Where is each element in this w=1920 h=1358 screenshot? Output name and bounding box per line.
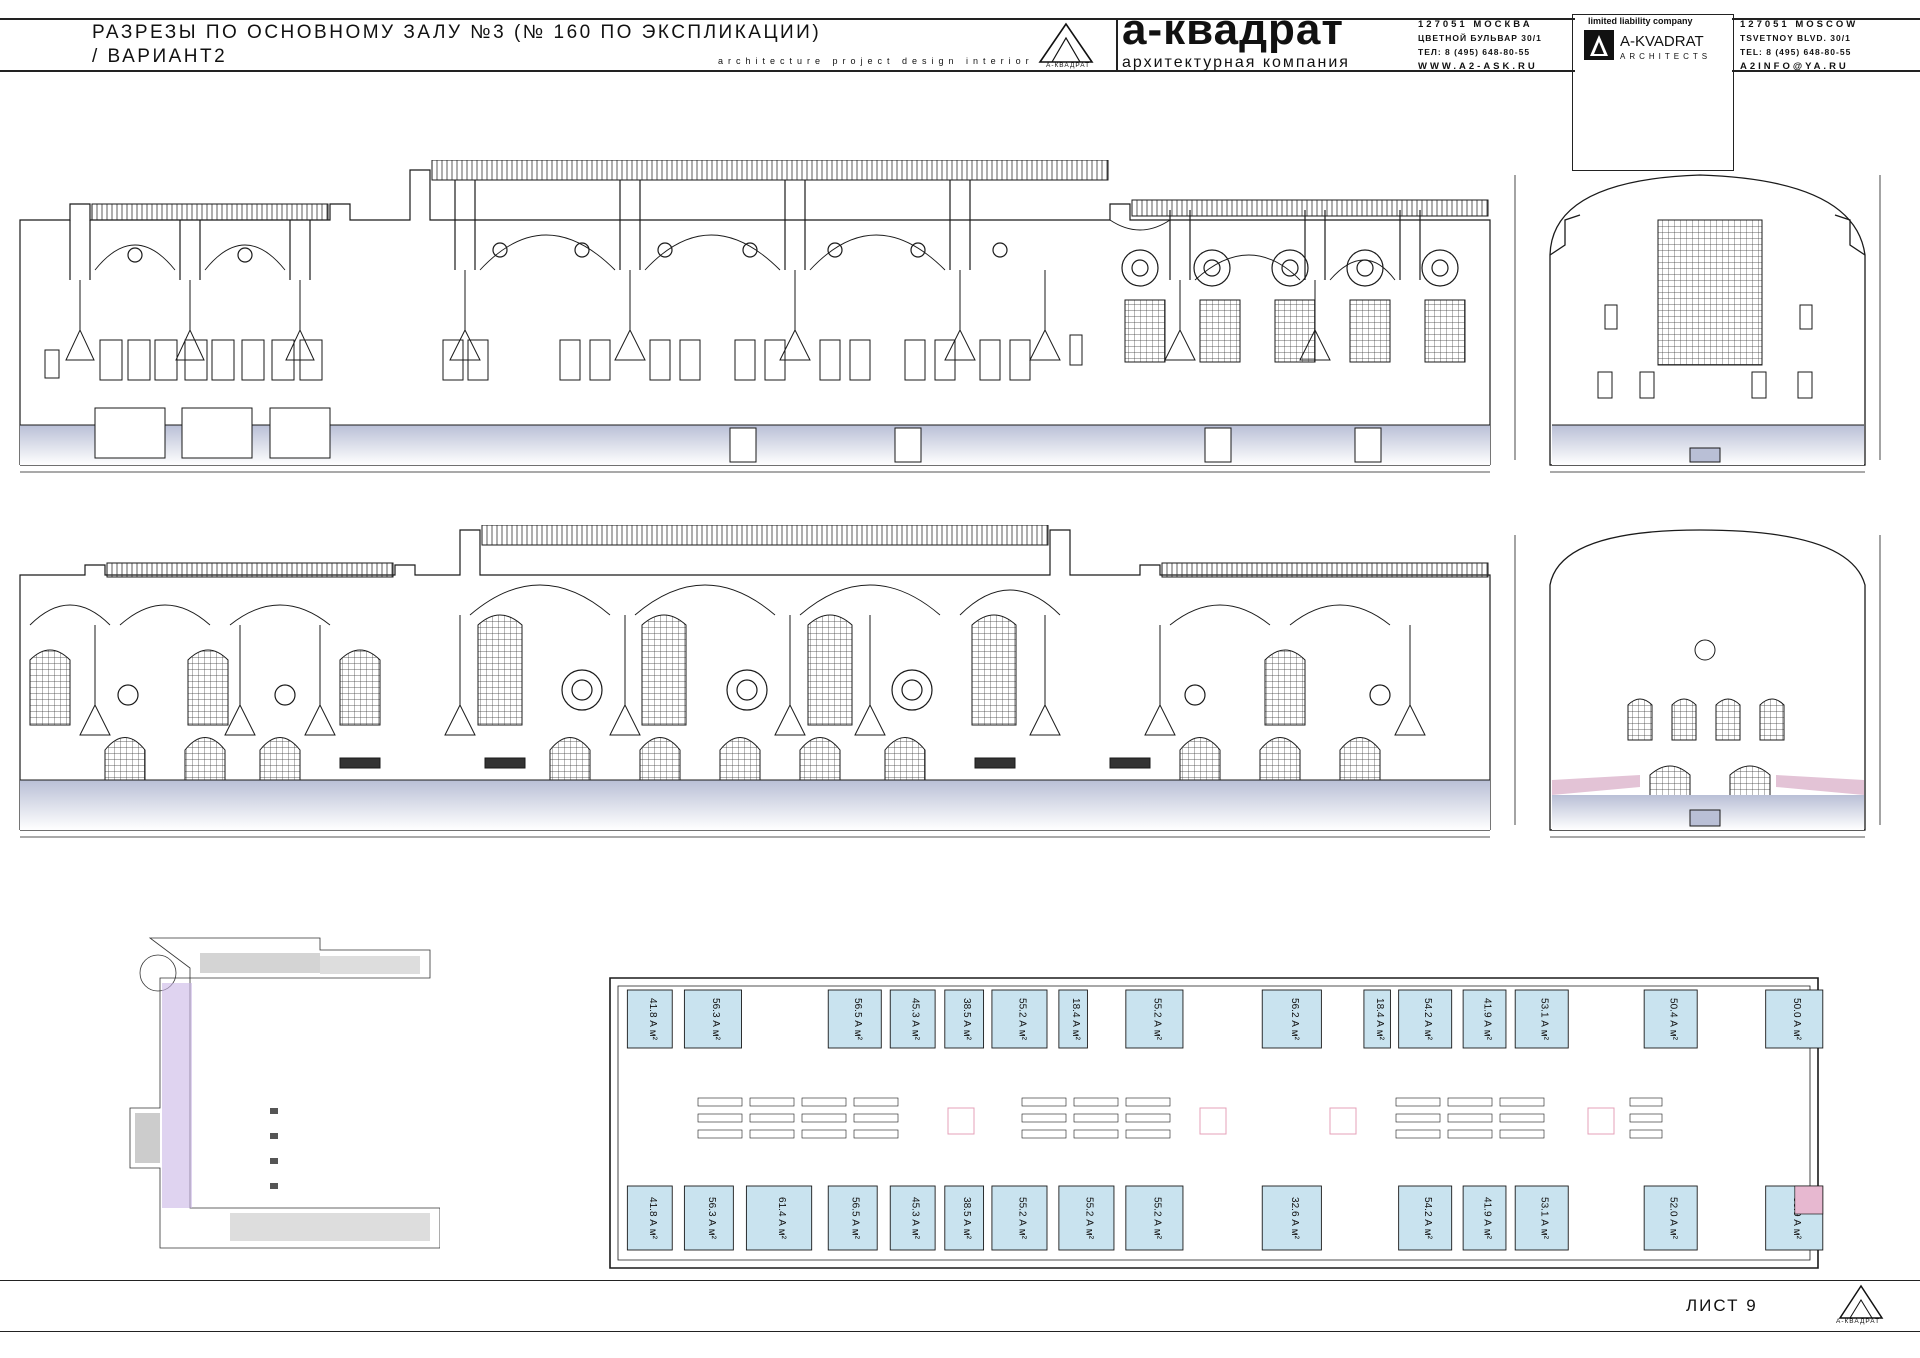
address-ru-line-3: ТЕЛ: 8 (495) 648-80-55 <box>1418 47 1531 57</box>
section-drawing-row-2 <box>19 525 1881 838</box>
address-ru-line-2: ЦВЕТНОЙ БУЛЬВАР 30/1 <box>1418 33 1542 43</box>
top-unit-10 <box>1398 989 1453 1049</box>
top-unit-area-4: 38.5 А м² <box>961 998 972 1041</box>
top-unit-4 <box>944 989 985 1049</box>
company-mark-icon <box>1584 30 1614 60</box>
bottom-unit-0 <box>626 1185 673 1251</box>
top-unit-area-6: 18.4 А м² <box>1070 998 1081 1041</box>
bottom-unit-5 <box>944 1185 985 1251</box>
floor-plan: 41.8 А м² 56.3 А м² 56.5 А м² 45.3 А м² 38.5… <box>609 977 1824 1269</box>
bottom-unit-area-11: 41.9 А м² <box>1482 1197 1493 1240</box>
top-unit-area-8: 56.2 А м² <box>1289 998 1300 1041</box>
sheet-number: ЛИСТ 9 <box>1686 1296 1758 1315</box>
footer-triangle-logo-icon <box>1838 1284 1884 1319</box>
top-unit-area-9: 18.4 А м² <box>1374 998 1385 1041</box>
address-en-line-1: 127051 MOSCOW <box>1740 19 1859 30</box>
top-unit-13 <box>1643 989 1698 1049</box>
bottom-unit-12 <box>1514 1185 1569 1251</box>
triangle-logo-icon <box>1038 22 1094 63</box>
top-unit-6 <box>1058 989 1088 1049</box>
plan-columns <box>947 1107 1615 1135</box>
top-unit-area-1: 56.3 А м² <box>710 998 721 1041</box>
top-unit-12 <box>1514 989 1569 1049</box>
bottom-unit-7 <box>1058 1185 1115 1251</box>
sheet-title: РАЗРЕЗЫ ПО ОСНОВНОМУ ЗАЛУ №3 (№ 160 ПО Э… <box>92 22 822 43</box>
top-unit-3 <box>889 989 936 1049</box>
top-unit-area-14: 50.0 А м² <box>1791 998 1802 1041</box>
title-block-header <box>0 0 1920 72</box>
bottom-unit-area-10: 54.2 А м² <box>1422 1197 1433 1240</box>
top-unit-area-0: 41.8 А м² <box>647 998 658 1041</box>
header-top-rule <box>0 18 1575 20</box>
top-unit-5 <box>991 989 1048 1049</box>
top-unit-area-3: 45.3 А м² <box>910 998 921 1041</box>
bottom-unit-area-3: 56.5 А м² <box>850 1197 861 1240</box>
brand-subtitle-ru: архитектурная компания <box>1122 54 1350 71</box>
bottom-unit-area-0: 41.8 А м² <box>647 1197 658 1240</box>
top-unit-7 <box>1125 989 1184 1049</box>
bottom-unit-area-14: 35.9 А м² <box>1791 1197 1802 1240</box>
address-ru-line-1: 127051 МОСКВА <box>1418 19 1533 30</box>
bottom-unit-9 <box>1261 1185 1322 1251</box>
bottom-unit-area-13: 52.0 А м² <box>1668 1197 1679 1240</box>
bottom-unit-10 <box>1398 1185 1453 1251</box>
bottom-unit-area-8: 55.2 А м² <box>1151 1197 1162 1240</box>
discipline-line: architecture project design interior <box>718 56 1034 66</box>
logo-caption: А-КВАДРАТ <box>1046 62 1091 69</box>
bottom-unit-area-4: 45.3 А м² <box>910 1197 921 1240</box>
plan-outline <box>609 977 1819 1269</box>
brand-subtitle-en: ARCHITECTS <box>1620 52 1712 61</box>
bottom-unit-area-7: 55.2 А м² <box>1083 1197 1094 1240</box>
brand-name-en: A-KVADRAT <box>1620 33 1704 50</box>
top-unit-0 <box>626 989 673 1049</box>
sheet-subtitle: / ВАРИАНТ2 <box>92 46 228 67</box>
bottom-unit-11 <box>1462 1185 1507 1251</box>
bottom-unit-area-5: 38.5 А м² <box>961 1197 972 1240</box>
bottom-unit-2 <box>745 1185 813 1251</box>
bottom-unit-13 <box>1643 1185 1698 1251</box>
header-bottom-rule-right <box>1732 70 1920 72</box>
llc-label: limited liability company <box>1588 16 1693 26</box>
address-en-email: A2INFO@YA.RU <box>1740 61 1849 72</box>
pink-subarea <box>1794 1185 1824 1215</box>
top-unit-area-12: 53.1 А м² <box>1539 998 1550 1041</box>
bottom-unit-area-9: 32.6 А м² <box>1289 1197 1300 1240</box>
brand-name-ru: а-квадрат <box>1122 5 1344 54</box>
bottom-unit-area-1: 56.3 А м² <box>706 1197 717 1240</box>
header-divider <box>1116 18 1118 71</box>
header-bottom-rule <box>0 70 1575 72</box>
plan-units: 41.8 А м² 56.3 А м² 56.5 А м² 45.3 А м² 38.5… <box>626 989 1824 1251</box>
top-unit-area-11: 41.9 А м² <box>1482 998 1493 1041</box>
top-unit-area-2: 56.5 А м² <box>852 998 863 1041</box>
bottom-unit-area-2: 61.4 А м² <box>776 1197 787 1240</box>
top-unit-area-13: 50.4 А м² <box>1668 998 1679 1041</box>
bottom-unit-area-6: 55.2 А м² <box>1016 1197 1027 1240</box>
top-unit-2 <box>827 989 882 1049</box>
bottom-unit-1 <box>683 1185 734 1251</box>
approval-stamp-box <box>1572 14 1734 171</box>
plan-seating <box>697 1097 1663 1139</box>
bottom-unit-8 <box>1125 1185 1184 1251</box>
top-unit-8 <box>1261 989 1322 1049</box>
section-drawing-row-1 <box>19 160 1881 473</box>
address-ru-website: WWW.A2-ASK.RU <box>1418 61 1538 72</box>
bottom-unit-6 <box>991 1185 1048 1251</box>
top-unit-area-7: 55.2 А м² <box>1151 998 1162 1041</box>
top-unit-area-10: 54.2 А м² <box>1422 998 1433 1041</box>
top-unit-14 <box>1765 989 1824 1049</box>
top-unit-1 <box>683 989 742 1049</box>
footer-logo-caption: А-КВАДРАТ <box>1836 1318 1881 1325</box>
address-en-line-2: TSVETNOY BLVD. 30/1 <box>1740 33 1851 43</box>
bottom-unit-4 <box>889 1185 936 1251</box>
key-plan <box>129 937 440 1249</box>
top-unit-area-5: 55.2 А м² <box>1016 998 1027 1041</box>
address-en-line-3: TEL: 8 (495) 648-80-55 <box>1740 47 1852 57</box>
bottom-unit-3 <box>827 1185 878 1251</box>
footer-frame <box>0 1280 1920 1332</box>
header-top-rule-right <box>1732 18 1920 20</box>
top-unit-11 <box>1462 989 1507 1049</box>
bottom-unit-area-12: 53.1 А м² <box>1539 1197 1550 1240</box>
top-unit-9 <box>1363 989 1391 1049</box>
